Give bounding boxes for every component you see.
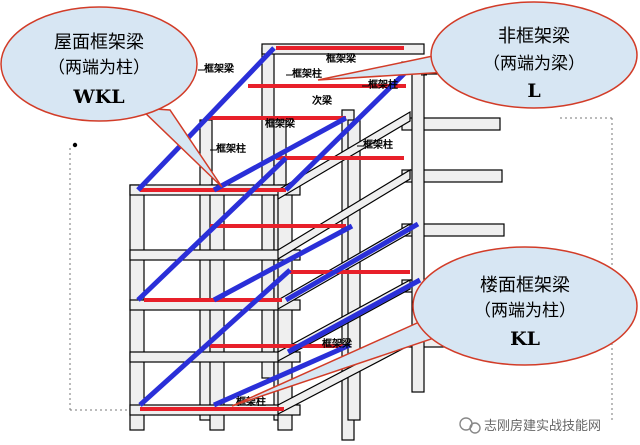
blue-beam [212, 115, 348, 193]
label-frame-column-mid-left: 框架柱 [216, 142, 246, 155]
callout-wkl-subtitle: （两端为柱） [48, 58, 150, 78]
callout-l-bubble [430, 1, 638, 109]
blue-beam [136, 156, 288, 302]
callout-l: 非框架梁 （两端为梁） L [317, 1, 638, 109]
callout-wkl-code: WKL [72, 86, 124, 108]
callout-wkl-bubble [0, 6, 198, 122]
callout-l-code: L [527, 80, 540, 102]
callout-kl: 楼面框架梁 （两端为柱） KL [231, 246, 638, 407]
back-column [261, 47, 275, 379]
label-frame-beam-mid: 框架梁 [265, 117, 296, 130]
callout-kl-code: KL [510, 328, 540, 350]
label-frame-column-top: 框架柱 [292, 67, 322, 80]
callout-kl-subtitle: （两端为柱） [474, 301, 576, 321]
label-frame-column-lower: 框架柱 [236, 395, 266, 408]
red-beams [140, 46, 410, 411]
blue-beam [136, 46, 276, 192]
blue-beam [212, 342, 352, 408]
callout-l-title: 非框架梁 [498, 26, 570, 47]
label-frame-column-right: 框架柱 [368, 78, 398, 91]
blue-beam [284, 60, 418, 192]
front-floor-beam [129, 351, 301, 363]
blue-beams [136, 46, 422, 408]
label-frame-beam-lower: 框架梁 [322, 337, 353, 350]
label-frame-beam-top-left: 框架梁 [204, 62, 235, 75]
watermark: 志刚房建实战技能网 [459, 417, 601, 434]
blue-beam [286, 277, 422, 355]
front-floor-beam [129, 249, 301, 261]
callout-l-subtitle: （两端为梁） [483, 54, 585, 74]
label-frame-column-mid-right: 框架柱 [363, 138, 393, 151]
label-frame-beam-top-right: 框架梁 [326, 52, 357, 65]
label-tick-marks [198, 69, 427, 151]
blue-beam [284, 221, 420, 303]
callout-kl-bubble [412, 246, 638, 366]
blue-beam [138, 268, 292, 407]
callout-wkl: 屋面框架梁 （两端为柱） WKL [0, 6, 223, 188]
frame-labels: 框架梁 框架梁 框架柱 框架柱 次梁 框架梁 框架柱 框架柱 框架梁 框架柱 [204, 52, 398, 408]
blue-beam [212, 223, 354, 303]
callout-kl-title: 楼面框架梁 [480, 275, 570, 296]
watermark-text: 志刚房建实战技能网 [484, 418, 601, 434]
label-secondary-beam: 次梁 [312, 94, 333, 107]
side-beam [277, 168, 411, 261]
dot-marker [72, 142, 78, 148]
side-beam [277, 110, 411, 201]
callout-wkl-title: 屋面框架梁 [54, 32, 144, 53]
wechat-icon [459, 417, 481, 434]
